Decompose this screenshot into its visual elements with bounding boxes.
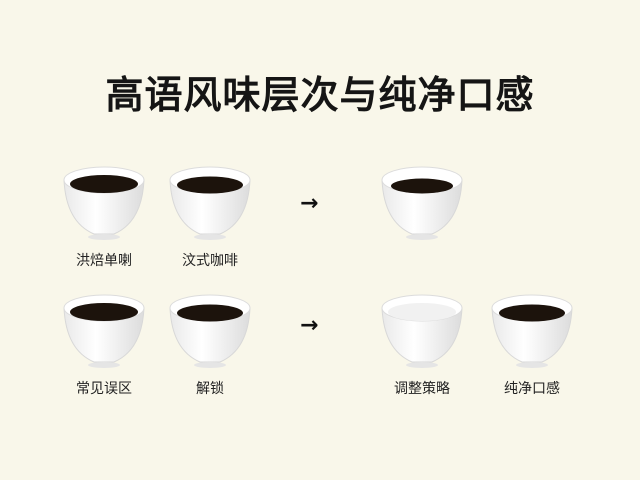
right-arrow-icon: → [300, 191, 319, 216]
cup-label: 调整策略 [394, 381, 450, 397]
coffee-cup-full [164, 288, 256, 370]
cup-label: 纯净口感 [504, 381, 560, 397]
coffee-cup-full [486, 288, 578, 370]
cup-label: 汶式咖啡 [182, 253, 238, 269]
coffee-cup-full [164, 160, 256, 242]
coffee-cup-full [58, 288, 150, 370]
cup-label: 解锁 [196, 381, 224, 397]
right-arrow-icon: → [300, 313, 319, 338]
cup-label: 常见误区 [76, 381, 132, 397]
cup-label: 洪焙单喇 [76, 253, 132, 269]
page-title: 高语风味层次与纯净口感 [105, 73, 535, 117]
coffee-cup-empty [376, 288, 468, 370]
coffee-cup-full [376, 160, 468, 242]
coffee-cup-full [58, 160, 150, 242]
